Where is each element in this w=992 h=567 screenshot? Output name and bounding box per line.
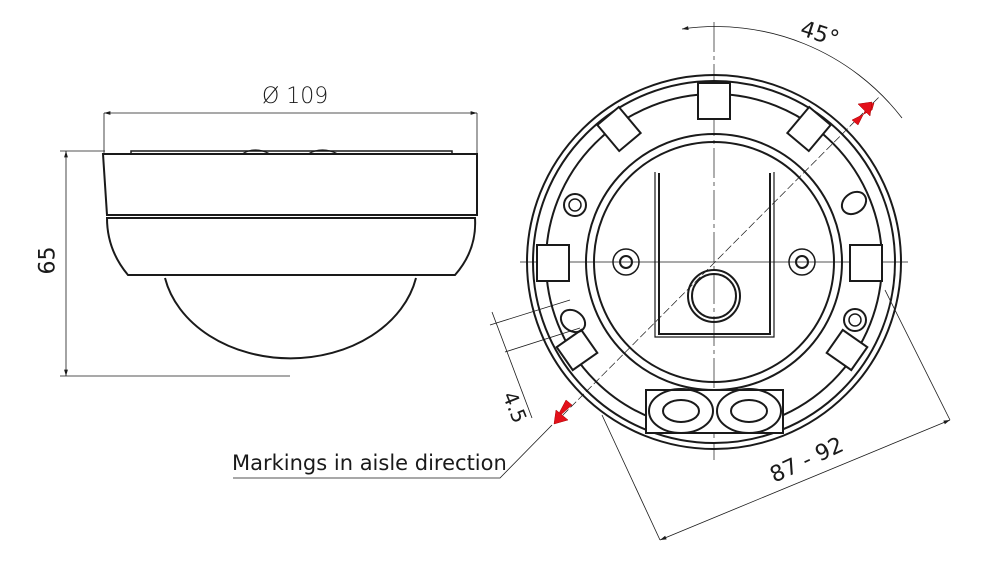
bottom-view [233,22,951,541]
aisle-direction-arrows [553,101,875,425]
callout-label: Markings in aisle direction [232,451,507,475]
height-label: 65 [35,246,61,275]
side-view [60,111,478,377]
diameter-label: Ø 109 [262,84,329,109]
